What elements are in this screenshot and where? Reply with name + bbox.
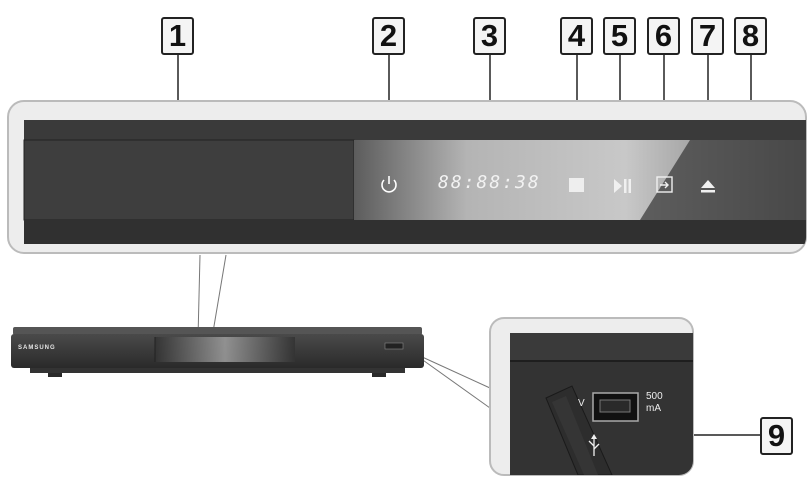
callout-8: 8	[734, 17, 767, 55]
usb-current-unit: mA	[646, 403, 661, 414]
callout-1: 1	[161, 17, 194, 55]
magnified-front-panel	[7, 100, 807, 254]
callout-6: 6	[647, 17, 680, 55]
mini-device	[11, 327, 424, 377]
callout-7: 7	[691, 17, 724, 55]
callout-5: 5	[603, 17, 636, 55]
stop-icon	[569, 178, 584, 192]
callout-3: 3	[473, 17, 506, 55]
power-icon	[381, 176, 397, 193]
eject-icon	[701, 180, 715, 193]
usb-voltage-label: V	[578, 398, 585, 409]
usb-inset	[489, 317, 694, 476]
callout-4: 4	[560, 17, 593, 55]
input-select-icon	[656, 176, 673, 193]
usb-icon	[588, 434, 600, 456]
display-readout: 88:88:38	[438, 172, 541, 193]
brand-logo-text: SAMSUNG	[18, 345, 56, 351]
play-pause-icon	[614, 179, 631, 193]
callout-2: 2	[372, 17, 405, 55]
callout-9: 9	[760, 417, 793, 455]
usb-current-value: 500	[646, 391, 663, 402]
zoom-connector	[197, 254, 491, 409]
